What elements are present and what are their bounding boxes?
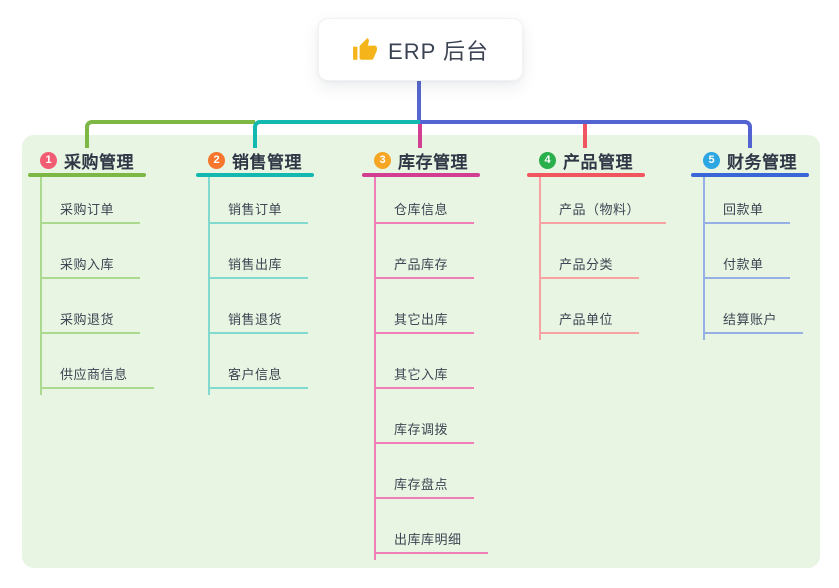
connector-branch-5 [420, 120, 752, 148]
branch-label: 财务管理 [727, 153, 797, 172]
branch-label: 销售管理 [232, 153, 302, 172]
child-node[interactable]: 产品库存 [374, 249, 475, 279]
branch-badge-3: 3 [374, 152, 391, 169]
child-node[interactable]: 产品分类 [539, 249, 640, 279]
child-node[interactable]: 销售退货 [208, 304, 309, 334]
root-connector-line [417, 81, 421, 124]
branch-node-2[interactable]: 2 销售管理 [196, 148, 314, 173]
branch-badge-5: 5 [703, 152, 720, 169]
branch-node-4[interactable]: 4 产品管理 [527, 148, 645, 173]
child-node[interactable]: 仓库信息 [374, 194, 475, 224]
branch-badge-2: 2 [208, 152, 225, 169]
child-node[interactable]: 采购入库 [40, 249, 141, 279]
child-node[interactable]: 销售出库 [208, 249, 309, 279]
branch-badge-4: 4 [539, 152, 556, 169]
branch-trunk-line [208, 177, 210, 395]
branch-label: 采购管理 [64, 153, 134, 172]
child-node[interactable]: 采购退货 [40, 304, 141, 334]
child-node[interactable]: 库存盘点 [374, 469, 475, 499]
child-node[interactable]: 销售订单 [208, 194, 309, 224]
child-node[interactable]: 付款单 [703, 249, 790, 279]
child-node[interactable]: 其它入库 [374, 359, 475, 389]
child-node[interactable]: 客户信息 [208, 359, 309, 389]
child-node[interactable]: 库存调拨 [374, 414, 475, 444]
root-title: ERP 后台 [388, 38, 489, 64]
background-panel [22, 135, 820, 568]
child-node[interactable]: 结算账户 [703, 304, 804, 334]
branch-underline [362, 173, 480, 177]
child-node[interactable]: 产品（物料） [539, 194, 667, 224]
branch-node-5[interactable]: 5 财务管理 [691, 148, 809, 173]
root-node[interactable]: ERP 后台 [318, 18, 523, 81]
child-node[interactable]: 采购订单 [40, 194, 141, 224]
connector-branch-3 [418, 122, 422, 148]
branch-trunk-line [539, 177, 541, 340]
thumbs-up-icon [353, 37, 377, 60]
branch-node-3[interactable]: 3 库存管理 [362, 148, 480, 173]
child-node[interactable]: 回款单 [703, 194, 790, 224]
branch-trunk-line [40, 177, 42, 395]
child-node[interactable]: 供应商信息 [40, 359, 154, 389]
branch-label: 产品管理 [563, 153, 633, 172]
child-node[interactable]: 其它出库 [374, 304, 475, 334]
connector-branch-2 [253, 120, 422, 148]
child-node[interactable]: 出库库明细 [374, 524, 488, 554]
branch-badge-1: 1 [40, 152, 57, 169]
branch-trunk-line [374, 177, 376, 560]
branch-underline [28, 173, 146, 177]
connector-branch-1 [85, 120, 255, 148]
child-node[interactable]: 产品单位 [539, 304, 640, 334]
branch-node-1[interactable]: 1 采购管理 [28, 148, 146, 173]
branch-underline [691, 173, 809, 177]
branch-trunk-line [703, 177, 705, 340]
branch-label: 库存管理 [398, 153, 468, 172]
branch-underline [527, 173, 645, 177]
branch-underline [196, 173, 314, 177]
connector-branch-4 [583, 122, 587, 148]
